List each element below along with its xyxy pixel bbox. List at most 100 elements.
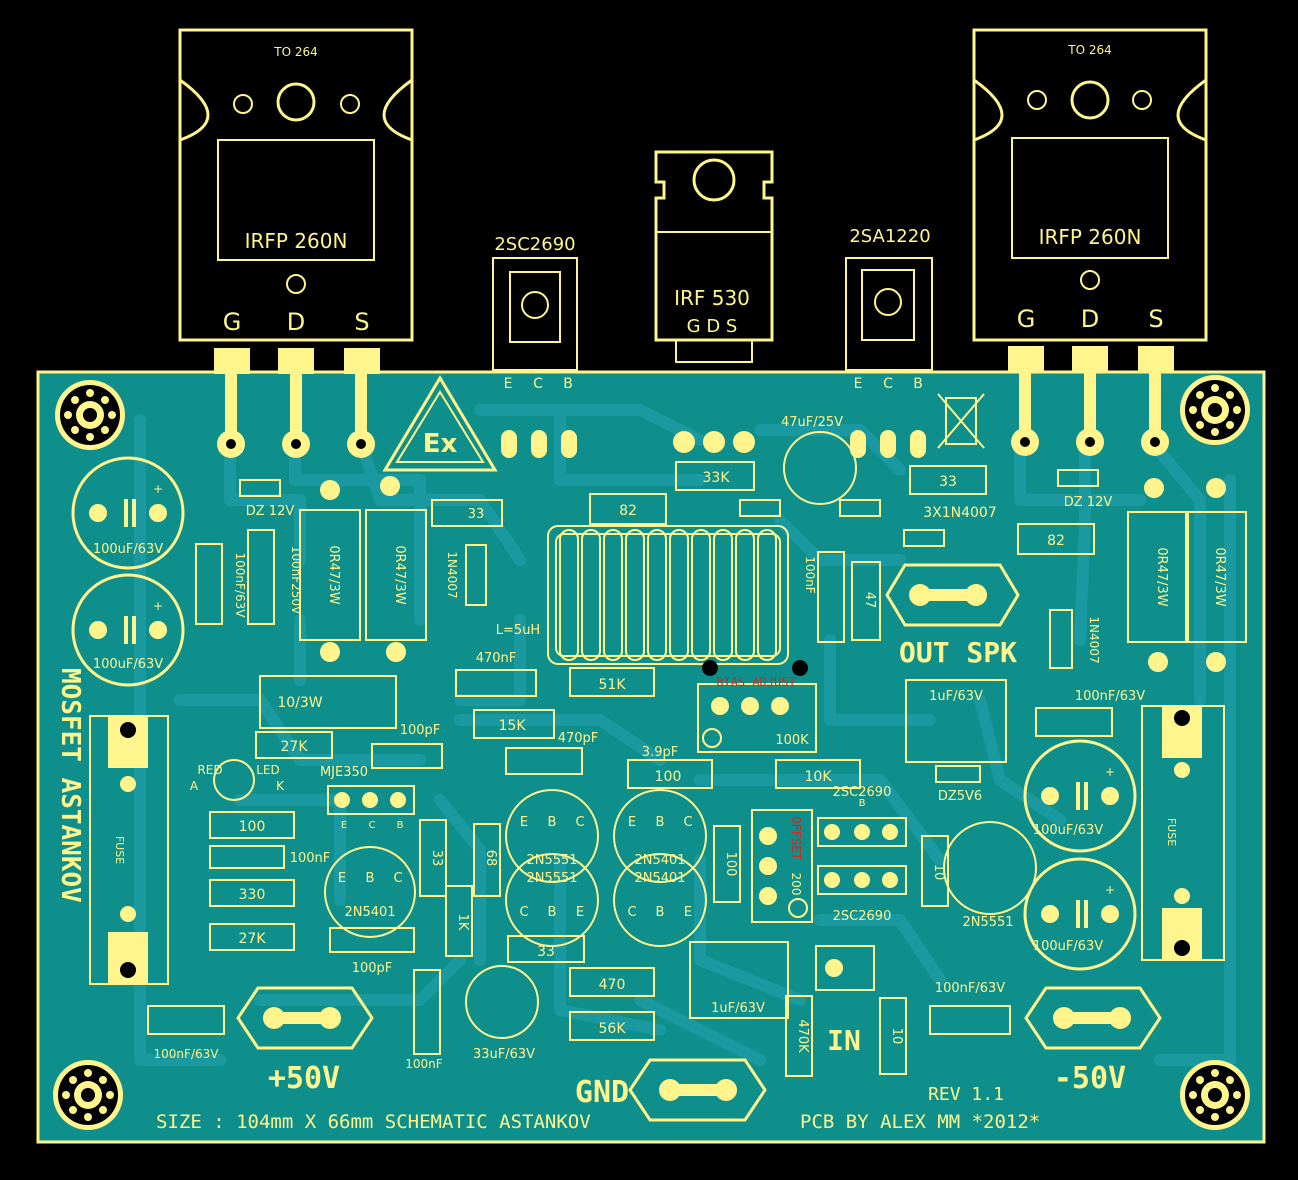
svg-text:E: E [854,376,863,392]
gnd-label: GND [575,1075,629,1110]
svg-text:33K: 33K [703,470,731,486]
svg-text:2SC2690: 2SC2690 [833,785,892,800]
svg-text:DZ 12V: DZ 12V [246,504,295,519]
transistor-2sa1220-top: 2SA1220 E C B [845,226,933,458]
svg-text:2SC2690: 2SC2690 [833,909,892,924]
svg-text:0R47/3W: 0R47/3W [326,545,341,604]
svg-text:B: B [366,871,375,886]
svg-text:C: C [369,820,376,831]
svg-text:MJE350: MJE350 [320,765,368,780]
svg-text:C: C [533,376,543,392]
svg-text:B: B [913,376,923,392]
power-terminals: +50V GND -50V IN [236,945,1162,1122]
svg-text:B: B [397,820,404,831]
svg-text:33: 33 [429,850,444,867]
minus-50v-label: -50V [1054,1061,1126,1096]
svg-text:3.9pF: 3.9pF [642,745,678,760]
svg-text:B: B [563,376,573,392]
copper-traces [134,404,1236,1066]
svg-text:100nF/63V: 100nF/63V [154,1047,220,1061]
svg-text:470pF: 470pF [558,731,599,746]
bias-adjust-label: BIAS ADJUST [716,675,795,689]
svg-text:+: + [153,599,163,613]
svg-text:100uF/63V: 100uF/63V [93,657,163,672]
svg-text:FUSE: FUSE [113,836,126,864]
transistor-2sc2690-top: 2SC2690 E C B [492,234,578,458]
svg-text:51K: 51K [599,677,627,693]
svg-text:B: B [859,798,866,809]
svg-text:200: 200 [789,873,803,896]
svg-text:+: + [153,482,163,496]
svg-text:0R47/3W: 0R47/3W [1212,547,1227,606]
svg-text:DZ5V6: DZ5V6 [938,789,982,804]
svg-text:A: A [190,779,199,793]
svg-text:2N5551: 2N5551 [526,871,577,886]
svg-text:470nF: 470nF [476,651,517,666]
svg-text:E: E [628,815,636,830]
svg-text:IRF 530: IRF 530 [674,286,750,310]
svg-text:1N4007: 1N4007 [445,551,459,598]
svg-text:47: 47 [862,592,877,609]
svg-text:470K: 470K [795,1019,810,1053]
svg-text:100nF: 100nF [405,1057,443,1071]
board-size-label: SIZE : 104mm X 66mm SCHEMATIC ASTANKOV [156,1111,591,1133]
svg-text:DZ 12V: DZ 12V [1064,495,1113,510]
svg-text:1N4007: 1N4007 [1087,616,1101,663]
svg-text:10K: 10K [805,769,833,785]
svg-text:33uF/63V: 33uF/63V [473,1047,535,1062]
svg-text:2N5401: 2N5401 [634,871,685,886]
svg-text:10: 10 [889,1028,904,1045]
svg-text:100pF: 100pF [400,723,441,738]
svg-text:100nF/63V: 100nF/63V [233,553,247,619]
svg-text:E: E [504,376,513,392]
svg-text:E: E [341,820,347,831]
power-resistors: 0R47/3W 0R47/3W 0R47/3W 0R47/3W [299,476,1247,672]
svg-text:G: G [1017,305,1036,333]
svg-text:1K: 1K [455,914,470,931]
svg-text:470: 470 [599,977,626,993]
svg-text:10/3W: 10/3W [277,695,322,711]
svg-text:B: B [656,905,665,920]
svg-text:100nF: 100nF [290,851,331,866]
svg-text:2N5401: 2N5401 [344,905,395,920]
fuses: FUSE FUSE [89,705,1225,985]
svg-text:330: 330 [239,887,266,903]
svg-text:G: G [223,308,242,336]
svg-text:100uF/63V: 100uF/63V [1033,823,1103,838]
svg-text:LED: LED [256,763,280,777]
svg-text:+: + [1105,765,1115,779]
svg-text:C: C [627,905,636,920]
svg-text:E: E [576,905,584,920]
svg-text:D: D [1081,305,1099,333]
svg-text:K: K [276,779,285,793]
svg-text:D: D [287,308,305,336]
svg-text:1uF/63V: 1uF/63V [711,1001,765,1016]
svg-text:FUSE: FUSE [1165,818,1178,846]
svg-text:100: 100 [723,852,738,877]
svg-text:E: E [338,871,346,886]
svg-text:S: S [354,308,369,336]
svg-text:Ex: Ex [423,429,458,459]
right-part-label: IRFP 260N [1039,225,1142,249]
right-package-label: TO 264 [1067,43,1112,57]
offset-label: OFFSET [789,816,803,859]
svg-text:68: 68 [483,850,498,867]
inductor-coil: L=5uH [496,525,789,665]
svg-text:C: C [883,376,893,392]
small-components: DZ 12V 100nF/63V 100nF250V 33 1N4007 82 … [147,415,1145,1077]
svg-text:100nF250V: 100nF250V [289,546,303,615]
svg-text:100nF/63V: 100nF/63V [935,981,1005,996]
svg-text:G D S: G D S [687,316,738,337]
svg-text:82: 82 [1047,533,1065,549]
svg-text:2SA1220: 2SA1220 [849,226,930,247]
pcb-credit-label: PCB BY ALEX MM *2012* [800,1111,1040,1133]
svg-text:100K: 100K [775,733,809,748]
plus-50v-label: +50V [268,1061,340,1096]
svg-text:B: B [548,905,557,920]
svg-text:2N5551: 2N5551 [526,853,577,868]
svg-text:15K: 15K [499,718,527,734]
svg-text:100uF/63V: 100uF/63V [93,542,163,557]
svg-text:+: + [1105,883,1115,897]
svg-text:10: 10 [931,864,946,881]
